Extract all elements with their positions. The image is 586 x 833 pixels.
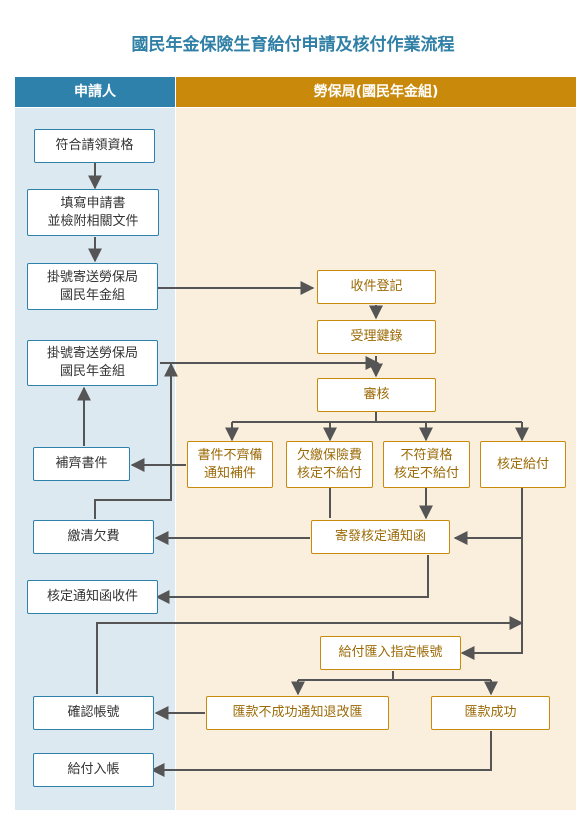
box-remit-failed: 匯款不成功通知退改匯 (206, 696, 389, 730)
box-receipt-register: 收件登記 (317, 270, 436, 304)
box-review: 審核 (317, 378, 436, 412)
box-mail-2: 掛號寄送勞保局 國民年金組 (27, 340, 158, 386)
arrow-notice-to-received (155, 555, 429, 604)
box-fill-form: 填寫申請書 並檢附相關文件 (27, 189, 159, 236)
box-acceptance-keyin: 受理鍵錄 (317, 320, 436, 354)
review-branch-bus (232, 412, 522, 423)
box-pay-arrears: 繳清欠費 (33, 520, 154, 554)
box-confirm-account: 確認帳號 (33, 696, 154, 730)
box-mail-1: 掛號寄送勞保局 國民年金組 (27, 263, 158, 310)
applicant-lane-header: 申請人 (15, 77, 175, 107)
bureau-lane-header: 勞保局(國民年金組) (176, 77, 576, 107)
remit-branch-bus (298, 671, 491, 681)
box-ineligible-not-pay: 不符資格 核定不給付 (383, 441, 470, 488)
box-eligible: 符合請領資格 (34, 129, 155, 163)
arrow-approve-to-remit (460, 488, 523, 660)
box-paid-in: 給付入帳 (33, 753, 154, 787)
box-send-notice: 寄發核定通知函 (311, 520, 450, 554)
arrow-success-to-paid (150, 731, 492, 777)
page-title: 國民年金保險生育給付申請及核付作業流程 (131, 35, 455, 55)
box-notice-received: 核定通知函收件 (27, 580, 158, 614)
box-approve-pay: 核定給付 (480, 441, 566, 488)
box-arrears-not-pay: 欠繳保險費 核定不給付 (286, 441, 373, 488)
arrow-confirm-to-remit (96, 616, 524, 694)
box-remit-success: 匯款成功 (431, 696, 550, 730)
arrow-arrears-paid-to-review (94, 362, 178, 519)
box-docs-incomplete: 書件不齊備 通知補件 (187, 441, 273, 488)
box-remit-account: 給付匯入指定帳號 (320, 636, 461, 670)
box-supplement: 補齊書件 (33, 447, 130, 481)
